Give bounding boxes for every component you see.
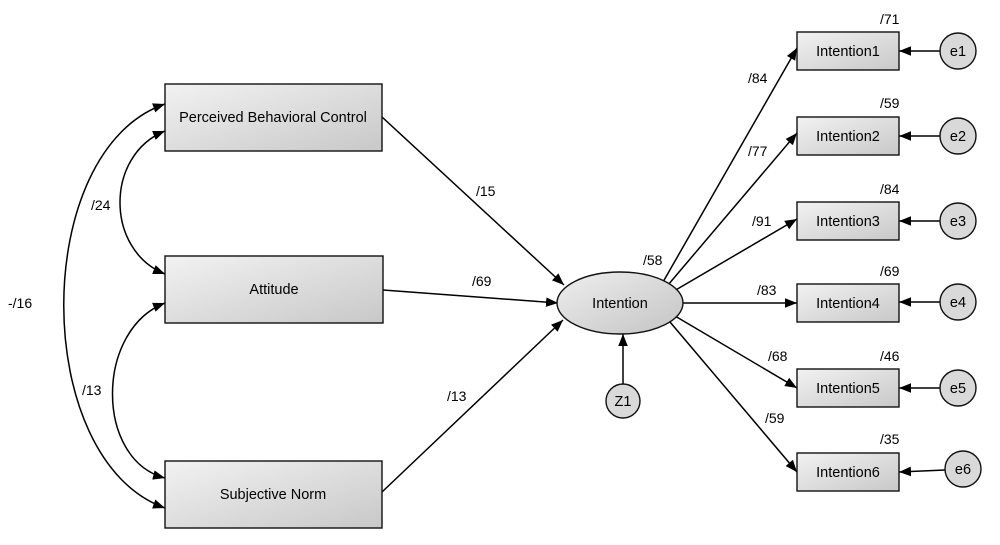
node-label: Intention6	[816, 465, 880, 481]
cov-pbc-sn	[63, 103, 166, 509]
node-e1: e1	[939, 32, 977, 70]
node-label: Intention5	[816, 381, 880, 397]
node-intention4: Intention4	[796, 283, 900, 323]
node-subjective-norm: Subjective Norm	[164, 460, 383, 529]
path-att-intention	[382, 289, 559, 307]
node-label: Intention2	[816, 129, 880, 145]
coef-sn-intention: /13	[447, 388, 467, 404]
coef-pbc-sn: -/16	[8, 295, 32, 311]
node-label: e1	[950, 44, 966, 60]
node-perceived-behavioral-control: Perceived Behavioral Control	[164, 83, 383, 152]
r2-intention6: /35	[880, 431, 900, 447]
path-e6-i6	[898, 466, 946, 477]
coef-intention-i2: /77	[748, 143, 768, 159]
r2-intention1: /71	[880, 11, 900, 27]
node-e3: e3	[939, 202, 977, 240]
node-label: e3	[950, 214, 966, 230]
path-intention-i5	[674, 315, 798, 389]
node-label: Intention	[592, 296, 648, 312]
path-intention-i2	[667, 132, 798, 286]
coef-intention-i1: /84	[748, 70, 768, 86]
node-label: Subjective Norm	[220, 487, 326, 503]
node-intention: Intention	[556, 271, 684, 335]
node-intention1: Intention1	[796, 31, 900, 71]
node-z1: Z1	[605, 383, 641, 419]
node-e4: e4	[939, 283, 977, 321]
r2-intention3: /84	[880, 181, 900, 197]
path-intention-i6	[669, 321, 798, 473]
coef-pbc-att: /24	[91, 197, 111, 213]
coef-intention-i4: /83	[757, 282, 777, 298]
node-intention6: Intention6	[796, 452, 900, 492]
node-label: e4	[950, 295, 966, 311]
node-e6: e6	[944, 450, 982, 488]
node-intention3: Intention3	[796, 201, 900, 241]
path-sn-intention	[381, 319, 564, 493]
coef-pbc-intention: /15	[476, 183, 496, 199]
node-label: Z1	[615, 394, 632, 410]
path-pbc-intention	[381, 116, 565, 286]
path-intention-i3	[673, 218, 798, 292]
coef-intention-i3: /91	[752, 213, 772, 229]
r2-intention5: /46	[880, 348, 900, 364]
path-intention-i1	[662, 47, 798, 283]
node-label: e5	[950, 381, 966, 397]
node-label: e6	[955, 462, 971, 478]
node-attitude: Attitude	[164, 255, 384, 324]
coef-att-sn: /13	[82, 382, 102, 398]
node-e2: e2	[939, 117, 977, 155]
node-label: Intention3	[816, 214, 880, 230]
node-intention5: Intention5	[796, 368, 900, 408]
coef-intention-i6: /59	[765, 410, 785, 426]
cov-pbc-att	[119, 130, 166, 275]
node-label: Perceived Behavioral Control	[179, 110, 367, 126]
node-label: e2	[950, 129, 966, 145]
node-label: Intention1	[816, 44, 880, 60]
node-e5: e5	[939, 369, 977, 407]
r2-intention4: /69	[880, 263, 900, 279]
cov-att-sn	[111, 302, 166, 480]
node-label: Intention4	[816, 296, 880, 312]
r2-intention2: /59	[880, 95, 900, 111]
node-label: Attitude	[249, 282, 298, 298]
coef-intention-i5: /68	[768, 348, 788, 364]
coef-intention-r2: /58	[643, 252, 663, 268]
node-intention2: Intention2	[796, 116, 900, 156]
coef-att-intention: /69	[472, 273, 492, 289]
